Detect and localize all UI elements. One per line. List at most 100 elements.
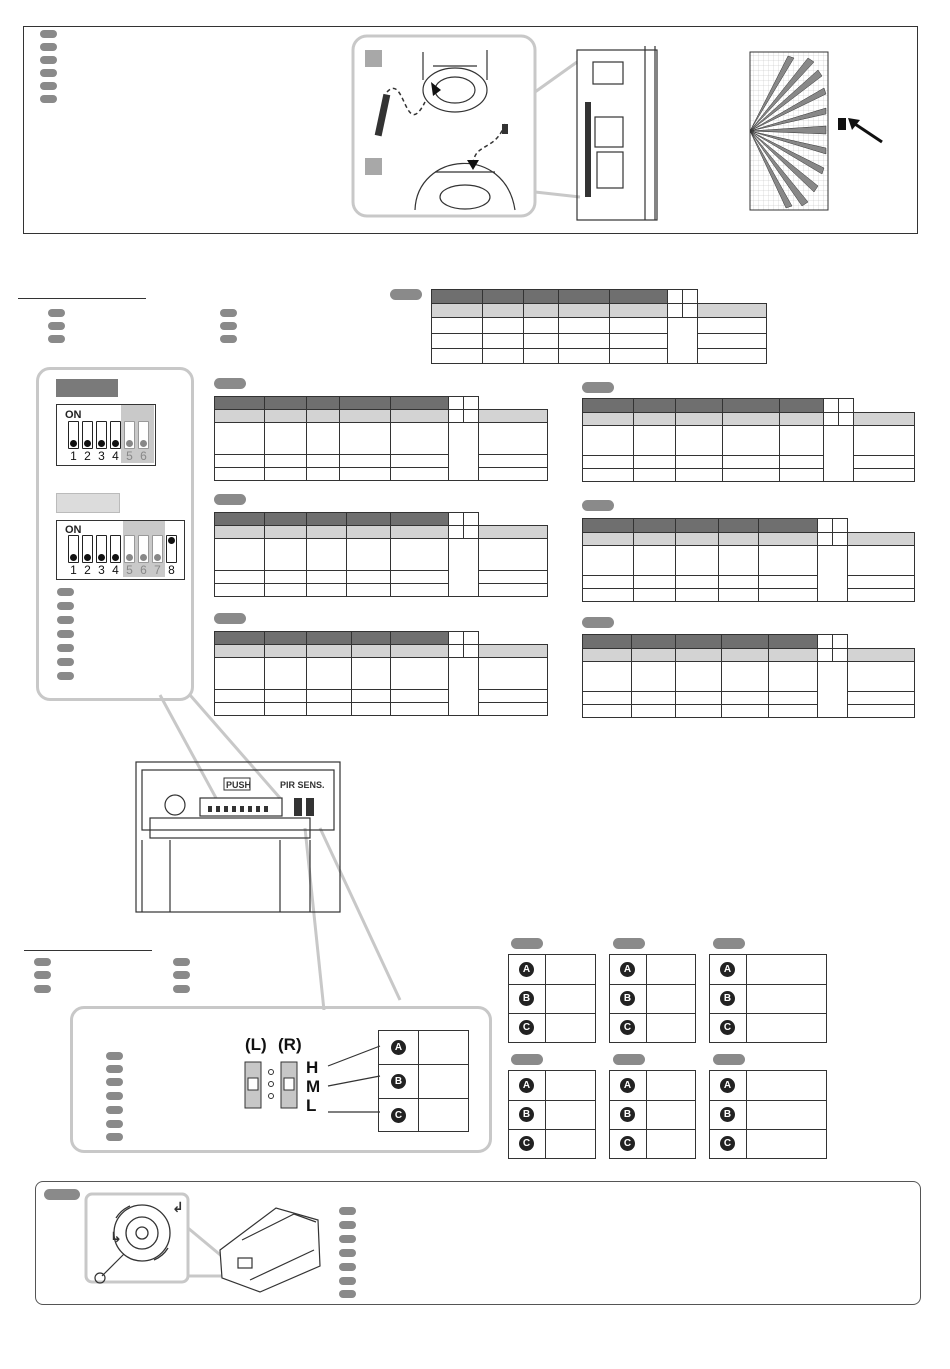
row-a-badge: A (720, 1078, 735, 1093)
dip6-number: 2 (84, 449, 91, 463)
row-a-badge: A (620, 1078, 635, 1093)
dip8-label-box (56, 493, 120, 513)
dip8-switch-5[interactable] (124, 535, 135, 563)
abc-table-5: A B C (609, 1070, 696, 1159)
abc-table-6: A B C (709, 1070, 827, 1159)
sensitivity-level-h: H (306, 1058, 319, 1077)
sensitivity-switches (244, 1061, 298, 1109)
row-b-badge: B (519, 991, 534, 1006)
spec-table-right-1 (582, 398, 915, 482)
sensitivity-level-l: L (306, 1096, 317, 1115)
dip8-switch-6[interactable] (138, 535, 149, 563)
dip-switch-panel (36, 367, 194, 701)
table-badge (582, 382, 614, 393)
dip6-switch-1[interactable] (68, 421, 79, 449)
bottom-section-frame (35, 1181, 921, 1305)
dip6-switch-5[interactable] (124, 421, 135, 449)
dip6-switch-3[interactable] (96, 421, 107, 449)
row-a-badge: A (391, 1040, 406, 1055)
sensitivity-level-m: M (306, 1077, 321, 1096)
dip8-number: 5 (126, 563, 133, 577)
abc-badge (713, 938, 745, 949)
row-a-badge: A (519, 962, 534, 977)
row-b-badge: B (720, 991, 735, 1006)
top-section-frame (23, 26, 918, 234)
detector-icon (219, 1207, 321, 1293)
dip6-number: 1 (70, 449, 77, 463)
spec-table-left-3 (214, 631, 548, 716)
push-label: PUSH (226, 780, 251, 790)
row-c-badge: C (391, 1108, 406, 1123)
dip6-switch-2[interactable] (82, 421, 93, 449)
dip8-number: 3 (98, 563, 105, 577)
row-a-badge: A (620, 962, 635, 977)
table-badge (214, 494, 246, 505)
sensitivity-leader-lines (327, 1045, 381, 1113)
dip8-switch-2[interactable] (82, 535, 93, 563)
dip6-number: 6 (140, 449, 147, 463)
dip-switch-6: ON 1 2 3 4 5 6 (56, 404, 156, 466)
dip8-number: 7 (154, 563, 161, 577)
row-c-badge: C (720, 1020, 735, 1035)
dip6-number: 5 (126, 449, 133, 463)
spec-table-right-2 (582, 518, 915, 602)
dip8-switch-1[interactable] (68, 535, 79, 563)
sensitivity-left-label: (L) (245, 1035, 267, 1054)
abc-table-2: A B C (609, 954, 696, 1043)
abc-badge (511, 1054, 543, 1065)
dip8-number: 1 (70, 563, 77, 577)
dip6-switch-6[interactable] (138, 421, 149, 449)
dip6-number: 3 (98, 449, 105, 463)
row-b-badge: B (391, 1074, 406, 1089)
spec-table-right-3 (582, 634, 915, 718)
row-c-badge: C (620, 1020, 635, 1035)
dip-switch-8: ON 1 2 3 4 5 6 7 8 (56, 520, 185, 580)
battery-installation-illustration (351, 34, 658, 221)
dip8-switch-4[interactable] (110, 535, 121, 563)
lens-adjustment-illustration: ↳ ↲ (84, 1192, 321, 1293)
table-badge (214, 378, 246, 389)
device-interior-illustration: PUSH PIR SENS. (135, 694, 402, 1010)
dip8-number: 2 (84, 563, 91, 577)
svg-text:↲: ↲ (172, 1199, 184, 1215)
abc-badge (713, 1054, 745, 1065)
spec-table-left-2 (214, 512, 548, 597)
table-badge (214, 613, 246, 624)
spec-table-left-1 (214, 396, 548, 481)
abc-table-4: A B C (508, 1070, 596, 1159)
row-c-badge: C (720, 1136, 735, 1151)
dip8-on-label: ON (65, 524, 82, 536)
abc-badge (511, 938, 543, 949)
bottom-badge (44, 1189, 80, 1200)
section-underline-sensitivity (24, 950, 152, 951)
sensitivity-abc-table: A B C (378, 1030, 469, 1132)
dip6-switch-4[interactable] (110, 421, 121, 449)
row-a-badge: A (720, 962, 735, 977)
sensitivity-panel (70, 1006, 492, 1153)
row-b-badge: B (620, 1107, 635, 1122)
section-underline-left (18, 298, 146, 299)
abc-table-1: A B C (508, 954, 596, 1043)
dip6-label-box (56, 379, 118, 397)
row-c-badge: C (519, 1020, 534, 1035)
screw-icon (94, 1253, 125, 1284)
row-c-badge: C (519, 1136, 534, 1151)
detection-pattern-icon (749, 51, 883, 211)
dip8-switch-8[interactable] (166, 535, 177, 563)
dip8-number: 8 (168, 563, 175, 577)
table-badge (582, 500, 614, 511)
abc-badge (613, 938, 645, 949)
dip8-switch-3[interactable] (96, 535, 107, 563)
row-b-badge: B (720, 1107, 735, 1122)
svg-text:↳: ↳ (110, 1229, 122, 1245)
row-b-badge: B (519, 1107, 534, 1122)
dip8-number: 6 (140, 563, 147, 577)
row-b-badge: B (620, 991, 635, 1006)
dip6-on-label: ON (65, 409, 82, 421)
spec-table-top (431, 289, 767, 364)
rotate-icon (113, 1204, 171, 1262)
dip8-switch-7[interactable] (152, 535, 163, 563)
row-c-badge: C (620, 1136, 635, 1151)
dip8-number: 4 (112, 563, 119, 577)
dip6-number: 4 (112, 449, 119, 463)
